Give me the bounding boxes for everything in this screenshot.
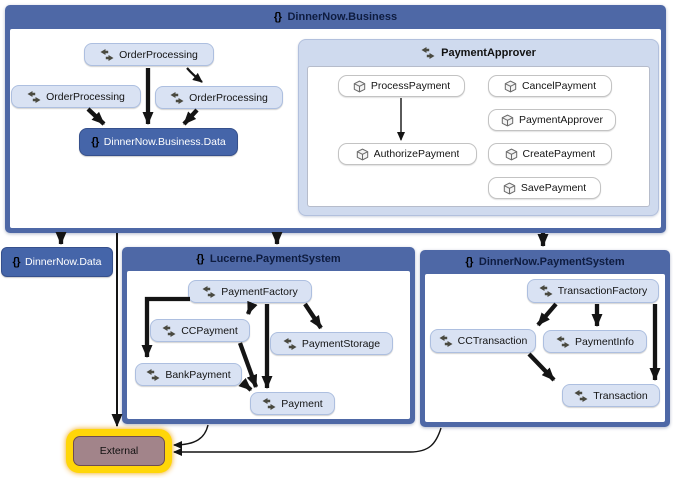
node-paymentapprover[interactable]: PaymentApprover — [488, 109, 616, 131]
class-icon — [421, 47, 435, 59]
node-label: Transaction — [593, 389, 648, 402]
node-label: PaymentInfo — [575, 335, 634, 348]
node-transactionfactory[interactable]: TransactionFactory — [527, 279, 659, 303]
class-icon — [574, 390, 588, 402]
class-icon — [539, 285, 553, 297]
cube-icon — [503, 182, 516, 195]
group-dinnernow-business-header[interactable]: {} DinnerNow.Business — [5, 5, 666, 28]
node-label: DinnerNow.Business.Data — [103, 136, 226, 148]
cube-icon — [501, 114, 514, 127]
edge-orderprocessing-top-to-orderprocessing-right[interactable] — [186, 67, 203, 83]
node-label: SavePayment — [520, 182, 587, 194]
edge-orderprocessing-right-to-businessdata[interactable] — [182, 108, 199, 126]
node-external[interactable]: External — [73, 436, 165, 466]
node-label: CancelPayment — [521, 80, 597, 92]
node-label: BankPayment — [165, 368, 231, 381]
node-label: CCTransaction — [457, 335, 528, 347]
node-label: OrderProcessing — [119, 48, 198, 61]
node-payment[interactable]: Payment — [250, 392, 335, 415]
node-orderprocessing-left[interactable]: OrderProcessing — [11, 85, 141, 108]
edge-lucerne-to-external[interactable] — [173, 424, 209, 449]
node-dinnernow-data[interactable]: {} DinnerNow.Data — [1, 247, 113, 277]
edge-bankpayment-to-payment[interactable] — [238, 377, 253, 392]
node-processpayment[interactable]: ProcessPayment — [338, 75, 465, 97]
group-title: PaymentApprover — [441, 46, 536, 59]
node-paymentstorage[interactable]: PaymentStorage — [270, 332, 393, 355]
node-paymentfactory[interactable]: PaymentFactory — [188, 280, 312, 303]
edge-ccpayment-to-payment[interactable] — [237, 342, 259, 388]
group-title: DinnerNow.PaymentSystem — [478, 255, 625, 268]
node-label: TransactionFactory — [557, 285, 648, 297]
braces-icon: {} — [465, 255, 473, 268]
braces-icon: {} — [91, 136, 99, 148]
edge-cctransaction-to-transaction[interactable] — [527, 352, 556, 382]
class-icon — [146, 369, 160, 381]
cube-icon — [353, 80, 366, 93]
node-createpayment[interactable]: CreatePayment — [488, 143, 612, 165]
node-external-highlight[interactable]: External — [66, 429, 172, 473]
class-icon — [283, 338, 297, 350]
class-icon — [100, 49, 114, 61]
edge-transactionfactory-to-cctransaction[interactable] — [536, 302, 558, 327]
node-label: DinnerNow.Data — [25, 256, 102, 268]
class-icon — [27, 91, 41, 103]
node-label: OrderProcessing — [189, 91, 268, 104]
group-title: DinnerNow.Business — [287, 10, 398, 23]
braces-icon: {} — [12, 256, 21, 268]
class-icon — [202, 286, 216, 298]
node-orderprocessing-right[interactable]: OrderProcessing — [155, 86, 283, 109]
braces-icon: {} — [196, 252, 204, 265]
node-transaction[interactable]: Transaction — [562, 384, 660, 407]
class-icon — [162, 325, 176, 337]
node-label: AuthorizePayment — [373, 148, 460, 160]
node-label: ProcessPayment — [370, 80, 451, 92]
group-title: Lucerne.PaymentSystem — [209, 252, 341, 265]
node-label: CCPayment — [181, 324, 238, 337]
node-cancelpayment[interactable]: CancelPayment — [488, 75, 612, 97]
group-dinnernow-paymentsystem-header[interactable]: {} DinnerNow.PaymentSystem — [420, 250, 670, 273]
edge-paymentfactory-to-paymentstorage[interactable] — [303, 302, 323, 330]
node-label: Payment — [281, 397, 323, 410]
class-icon — [556, 336, 570, 348]
node-authorizepayment[interactable]: AuthorizePayment — [338, 143, 477, 165]
node-paymentinfo[interactable]: PaymentInfo — [543, 330, 647, 353]
node-label: OrderProcessing — [46, 90, 125, 103]
node-label: PaymentApprover — [518, 114, 604, 126]
node-label: PaymentFactory — [221, 285, 298, 298]
cube-icon — [356, 148, 369, 161]
cube-icon — [505, 148, 518, 161]
cube-icon — [504, 80, 517, 93]
braces-icon: {} — [273, 10, 282, 23]
node-cctransaction[interactable]: CCTransaction — [430, 329, 536, 353]
node-ccpayment[interactable]: CCPayment — [150, 319, 250, 342]
node-label: CreatePayment — [522, 148, 596, 160]
node-label: External — [99, 445, 139, 457]
class-icon — [439, 335, 453, 347]
node-bankpayment[interactable]: BankPayment — [135, 363, 242, 386]
node-label: PaymentStorage — [301, 337, 381, 350]
node-orderprocessing-top[interactable]: OrderProcessing — [84, 43, 214, 66]
edge-paymentfactory-to-bankpayment[interactable] — [141, 296, 190, 358]
class-icon — [262, 398, 276, 410]
node-savepayment[interactable]: SavePayment — [488, 177, 601, 199]
edge-dinnernow-paymentsystem-to-external[interactable] — [173, 427, 442, 456]
node-dinnernow-business-data[interactable]: {} DinnerNow.Business.Data — [79, 128, 238, 156]
edge-orderprocessing-left-to-businessdata[interactable] — [86, 107, 106, 126]
class-icon — [170, 92, 184, 104]
group-payment-approver-header[interactable]: PaymentApprover — [299, 40, 658, 65]
group-lucerne-paymentsystem-header[interactable]: {} Lucerne.PaymentSystem — [122, 247, 415, 270]
edge-paymentfactory-to-ccpayment[interactable] — [246, 300, 258, 315]
